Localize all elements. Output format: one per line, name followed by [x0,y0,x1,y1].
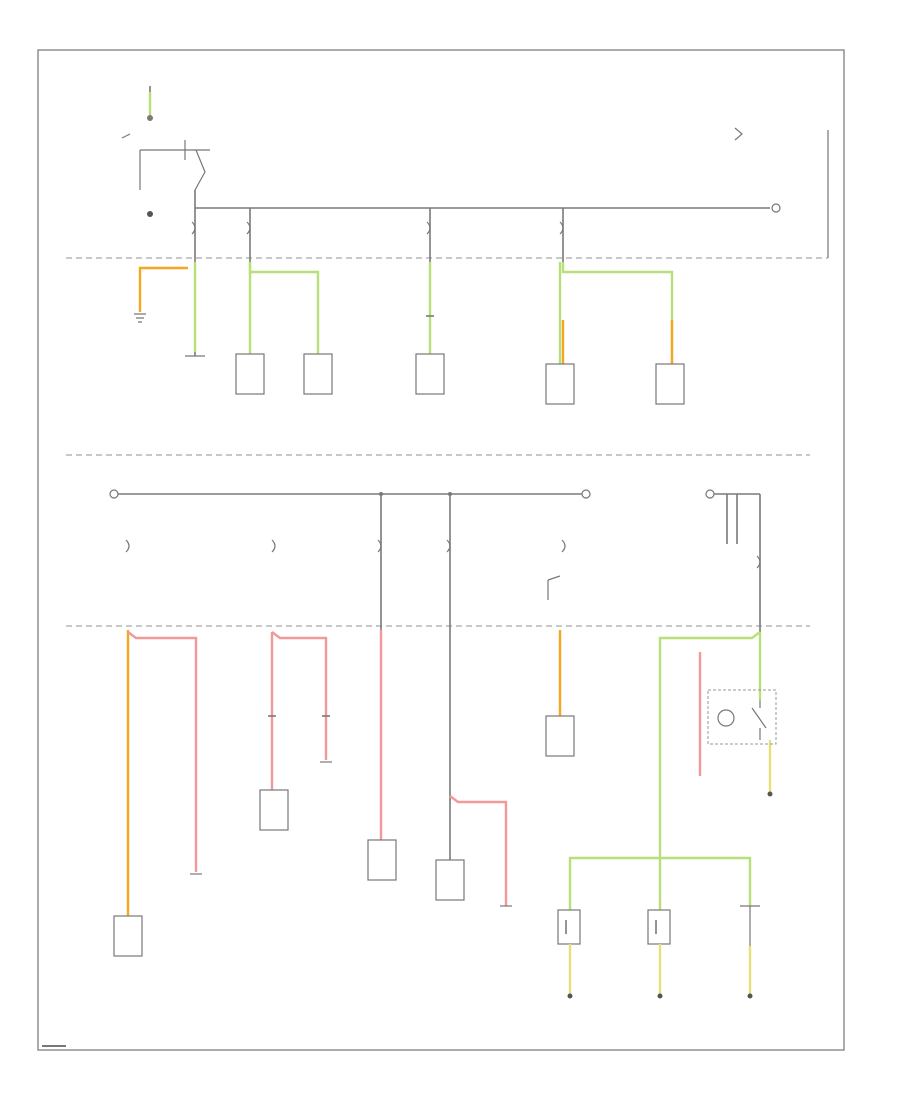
wire-pink-a [127,631,198,872]
wire-green-d [561,262,674,366]
fuse-mid-4 [446,539,451,553]
module-box-5 [655,363,685,405]
power-distribution-middle [109,489,761,632]
fuse-drop-3 [559,208,564,262]
fuse-drop-0 [191,221,196,235]
wire-green-branch [568,856,660,910]
module-box-4 [545,363,575,405]
fuse-mid-5 [561,539,566,553]
ground-point-4 [767,791,773,797]
connector-box-2 [647,909,671,945]
module-box-1 [235,353,265,395]
fuse-drop-2 [426,208,431,262]
diagram-frame [37,49,845,1051]
module-box-3 [415,353,445,395]
relay-mid [547,575,561,600]
connector-bus-left [109,489,119,499]
right-fuse-symbol [734,127,743,141]
power-distribution-bottom [113,630,777,999]
connector-point [147,211,153,217]
module-box-d [435,859,465,901]
connector-right-block [705,489,715,499]
module-box-a [113,915,143,957]
wire-green-right [658,631,761,910]
relay-box [707,689,777,745]
fuse-mid-3 [377,539,382,553]
connector-box-1 [557,909,581,945]
module-box-e [545,715,575,757]
module-box-c [367,839,397,881]
relay-coil [717,709,735,727]
ground-point-2 [657,993,663,999]
wire-pink-d [449,795,508,906]
fuse-mid-1 [125,539,130,553]
wire-pink-b2 [271,631,328,760]
connector-bus-right [581,489,591,499]
connector-bus-end [771,203,781,213]
connector-top [147,115,153,121]
relay-symbol [121,133,210,191]
fuse-right [756,555,761,569]
ground-point-1 [567,993,573,999]
fuse-mid-2 [271,539,276,553]
wire-green-b [248,262,320,356]
connector-box-3 [740,905,760,946]
module-box-b [259,789,289,831]
fuse-drop-1 [246,208,251,262]
ground-symbol-1 [134,313,146,323]
power-distribution-top [121,86,781,405]
wire-green-branch2 [660,856,752,906]
relay-switch [751,700,767,740]
module-box-2 [303,353,333,395]
ground-point-3 [747,993,753,999]
wire-orange-ground [138,266,188,312]
